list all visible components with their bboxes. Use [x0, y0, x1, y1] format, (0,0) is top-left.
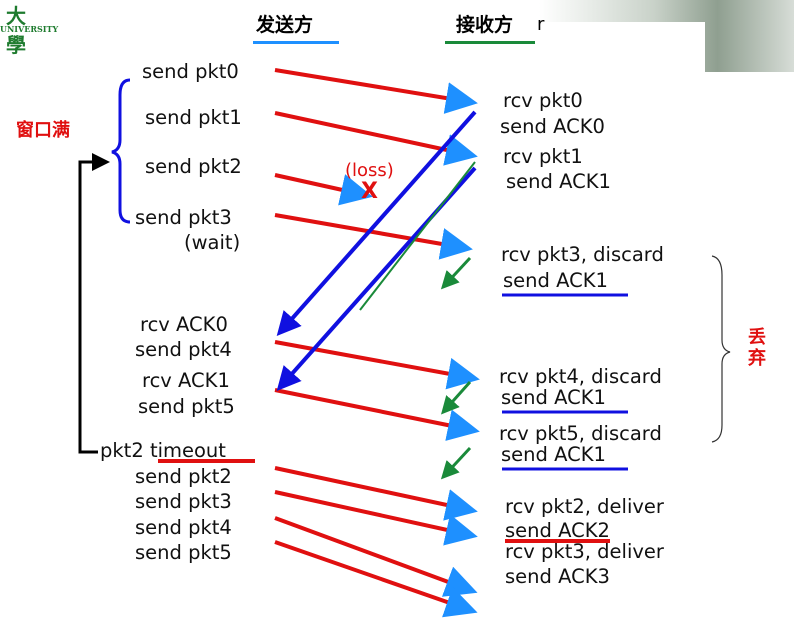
receiver-send-ack1-c: send ACK1: [501, 386, 606, 409]
sender-resend-pkt5: send pkt5: [135, 541, 232, 564]
receiver-rcv-pkt1: rcv pkt1: [503, 145, 583, 168]
green-ack-line: [359, 161, 476, 311]
receiver-header-underline: [445, 41, 535, 44]
window-bracket: [111, 78, 131, 224]
loss-x-mark: X: [361, 179, 378, 204]
receiver-send-ack1-d: send ACK1: [501, 443, 606, 466]
green-ack-arrow-2: [441, 381, 472, 415]
receiver-rcv-pkt0: rcv pkt0: [503, 89, 583, 112]
receiver-rcv-pkt3-deliver: rcv pkt3, deliver: [505, 540, 664, 563]
loss-label: (loss): [345, 160, 394, 181]
ack0-arrow: [276, 110, 477, 336]
sender-wait: (wait): [184, 231, 241, 254]
receiver-header: 接收方: [456, 14, 514, 36]
pkt5-arrow: [274, 388, 480, 441]
sender-send-pkt4: send pkt4: [135, 338, 232, 361]
sender-rcv-ack0: rcv ACK0: [140, 313, 228, 336]
pkt2-prefix: pkt2: [100, 439, 144, 462]
sender-header: 发送方: [256, 14, 314, 36]
sender-pkt2-timeout: pkt2 timeout: [100, 441, 226, 461]
pkt2-arrow-lost: [274, 173, 373, 206]
receiver-send-ack3: send ACK3: [505, 565, 610, 588]
receiver-rcv-pkt5-discard: rcv pkt5, discard: [499, 422, 662, 445]
decorative-mask: [530, 22, 705, 74]
sender-send-pkt2: send pkt2: [145, 155, 242, 178]
receiver-rcv-pkt3-discard: rcv pkt3, discard: [501, 243, 664, 266]
sender-send-pkt5: send pkt5: [138, 395, 235, 418]
resend-pkt4-arrow: [274, 516, 478, 597]
discard-bracket: [711, 255, 731, 443]
receiver-send-ack1-a: send ACK1: [506, 170, 611, 193]
pkt0-arrow: [274, 68, 478, 114]
sender-send-pkt0: send pkt0: [142, 60, 239, 83]
receiver-header-suffix: r: [537, 14, 545, 35]
window-full-label: 窗口满: [16, 120, 70, 141]
resend-pkt3-arrow: [274, 490, 478, 546]
sender-resend-pkt3: send pkt3: [135, 490, 232, 513]
receiver-send-ack1-b: send ACK1: [503, 269, 608, 292]
resend-pkt2-arrow: [274, 466, 478, 521]
pkt4-arrow: [274, 340, 480, 390]
green-ack-arrow-1: [440, 256, 472, 290]
timeout-word: timeout: [149, 439, 226, 462]
receiver-rcv-pkt4-discard: rcv pkt4, discard: [499, 365, 662, 388]
sender-resend-pkt4: send pkt4: [135, 516, 232, 539]
sender-resend-pkt2: send pkt2: [135, 465, 232, 488]
sender-rcv-ack1: rcv ACK1: [142, 369, 230, 392]
pkt1-arrow: [274, 111, 478, 166]
sender-header-underline: [253, 41, 339, 44]
discard-label: 丢 弃: [748, 327, 766, 369]
sender-send-pkt3: send pkt3: [135, 206, 232, 229]
logo-english-text: UNIVERSITY: [0, 24, 59, 34]
receiver-rcv-pkt2-deliver: rcv pkt2, deliver: [505, 495, 664, 518]
sender-send-pkt1: send pkt1: [145, 106, 242, 129]
logo-chinese-text: 大 學: [6, 4, 29, 57]
green-ack-arrow-3: [440, 446, 472, 480]
receiver-send-ack0: send ACK0: [500, 115, 605, 138]
receiver-send-ack2: send ACK2: [505, 519, 610, 542]
resend-pkt5-arrow: [274, 540, 478, 618]
timeout-loop-arrow: [78, 153, 110, 454]
